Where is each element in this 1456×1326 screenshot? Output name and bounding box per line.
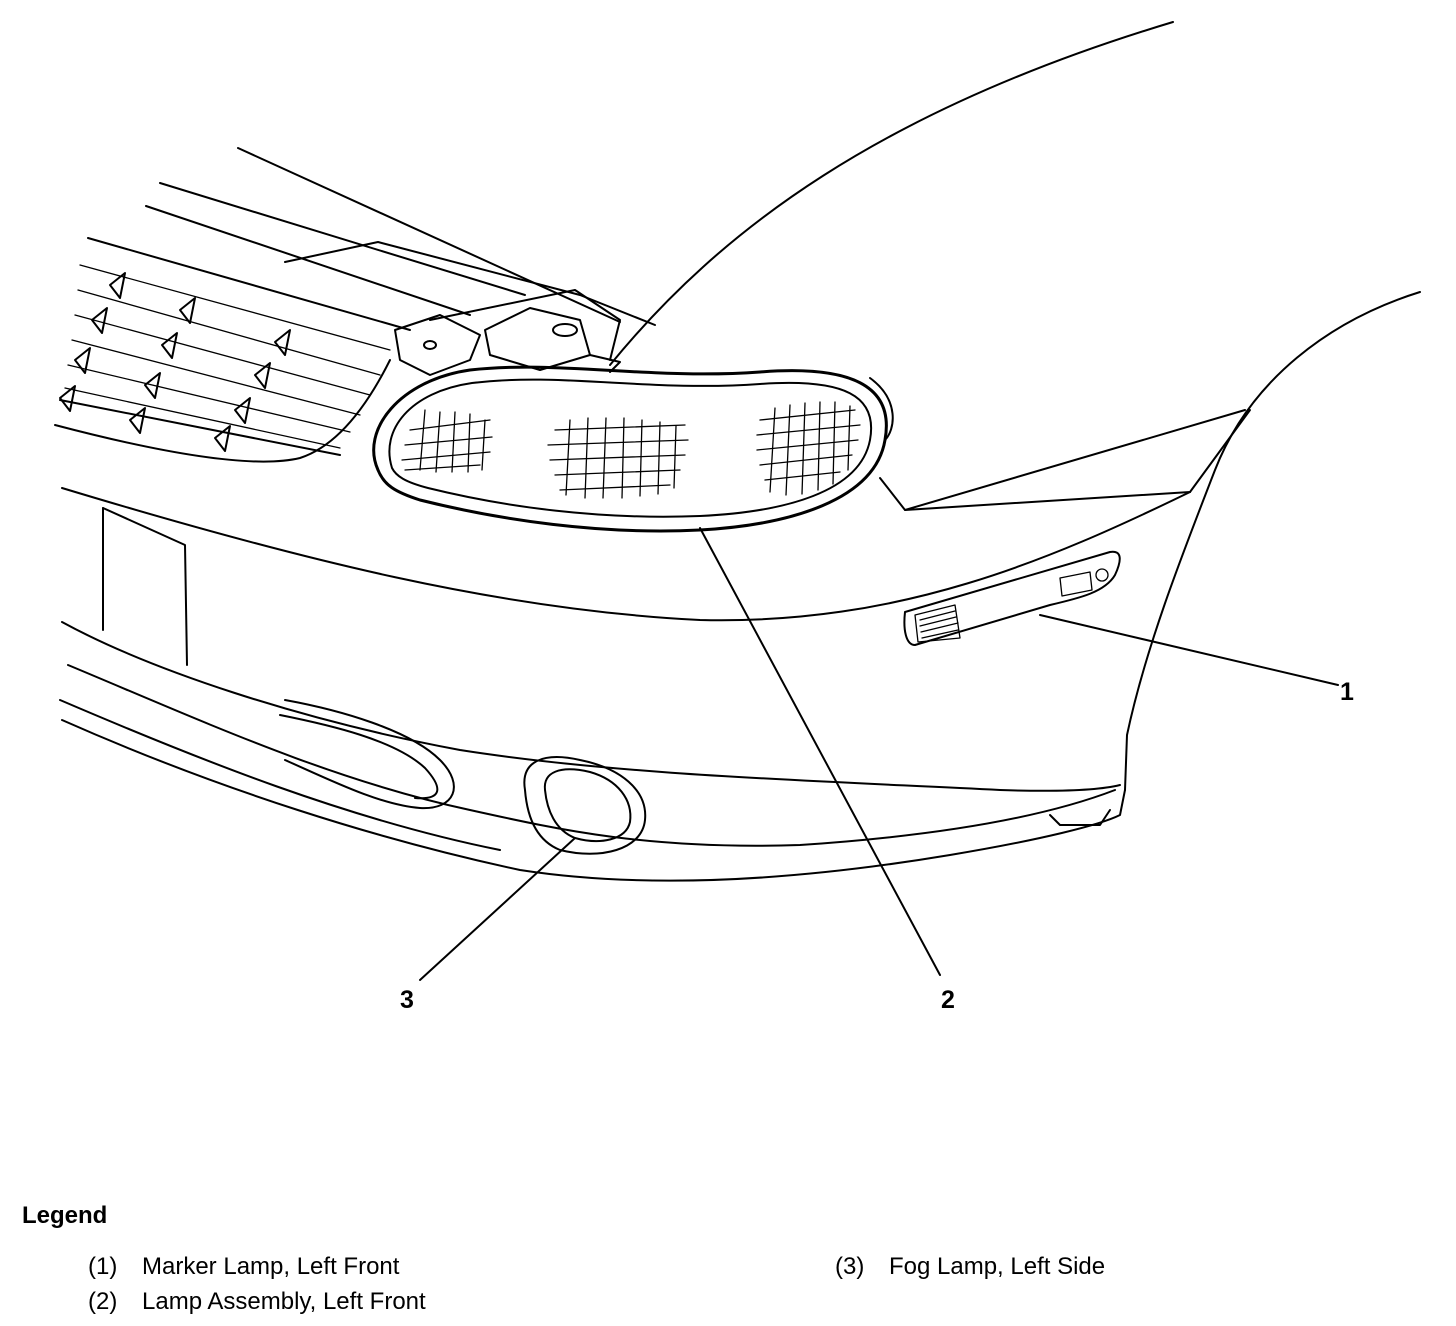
leader-lines — [419, 527, 1339, 981]
legend-item-text: Fog Lamp, Left Side — [889, 1253, 1106, 1280]
lower-intake — [279, 699, 455, 810]
legend-item-number: (3) — [835, 1253, 865, 1280]
leader-line-2 — [699, 527, 941, 976]
leader-line-3 — [419, 837, 576, 981]
legend-item-text: Lamp Assembly, Left Front — [142, 1288, 426, 1315]
bumper-fascia — [59, 487, 1191, 882]
fog-lamp — [523, 756, 647, 855]
legend-item-3: (3) Fog Lamp, Left Side — [835, 1253, 1105, 1281]
callout-3: 3 — [400, 986, 414, 1014]
legend-item-number: (2) — [88, 1288, 118, 1315]
callout-2: 2 — [941, 986, 955, 1014]
grille — [54, 264, 391, 463]
marker-lamp — [903, 550, 1121, 646]
lamp-assembly — [372, 365, 894, 533]
lamp-bracket — [394, 307, 621, 376]
lamp-lens-pattern — [401, 401, 861, 499]
legend-item-text: Marker Lamp, Left Front — [142, 1253, 400, 1280]
legend-item-2: (2) Lamp Assembly, Left Front — [88, 1288, 426, 1316]
legend-item-number: (1) — [88, 1253, 118, 1280]
front-bumper-lamp-diagram: 1 2 3 — [54, 21, 1421, 1014]
hood-lines — [87, 147, 656, 361]
leader-line-1 — [1039, 614, 1339, 686]
callout-1: 1 — [1340, 678, 1354, 706]
fender-outline — [609, 21, 1421, 791]
legend-title: Legend — [22, 1202, 108, 1229]
legend-item-1: (1) Marker Lamp, Left Front — [88, 1253, 399, 1281]
